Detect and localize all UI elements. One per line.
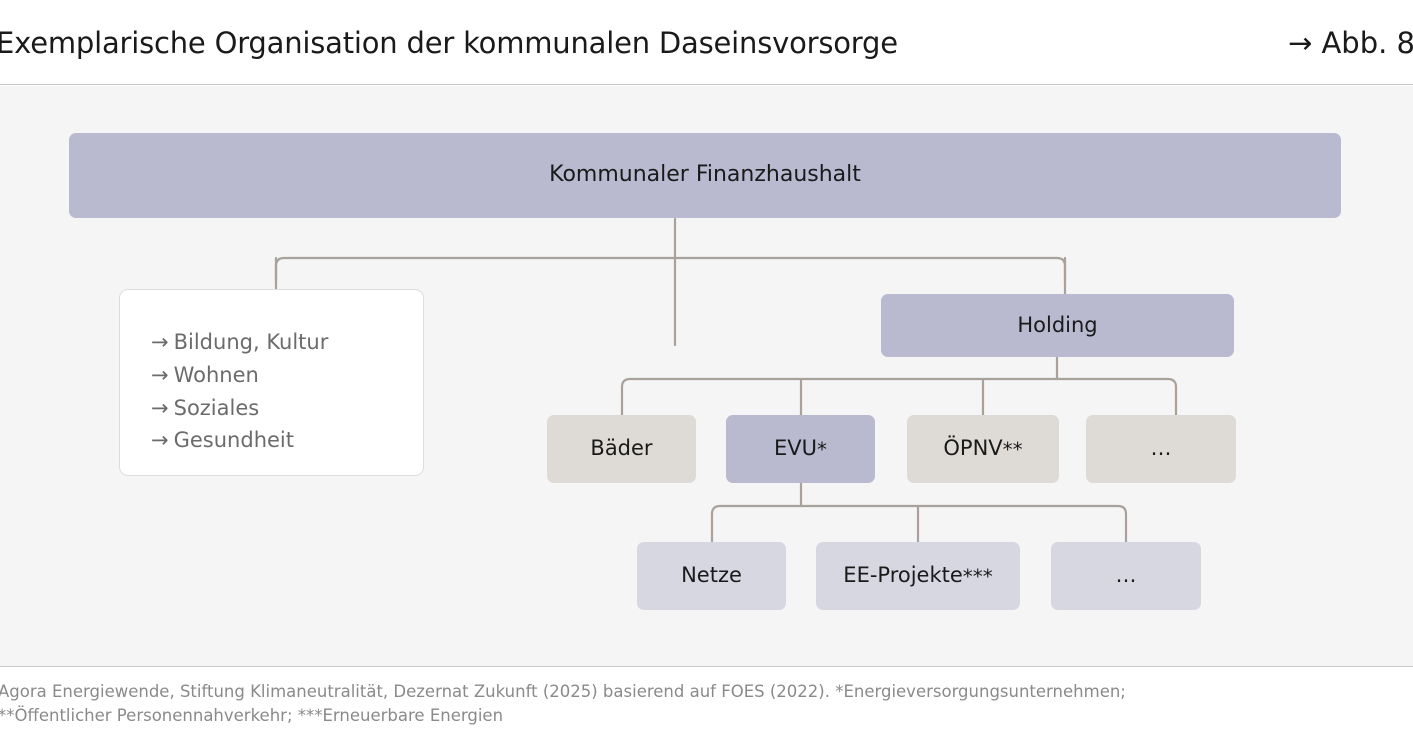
node-label: Kommunaler Finanzhaushalt: [549, 162, 861, 188]
figure-reference: → Abb. 8: [1287, 26, 1413, 60]
node-more-holding[interactable]: …: [1086, 415, 1236, 483]
connector-root-branch: [274, 256, 1067, 284]
node-evu[interactable]: EVU*: [726, 415, 875, 483]
node-label: EE-Projekte: [843, 563, 963, 588]
node-label: Bäder: [590, 436, 653, 461]
connector-lines: [274, 217, 1178, 544]
node-holding[interactable]: Holding: [881, 294, 1234, 357]
node-services-card[interactable]: →Bildung, Kultur →Wohnen →Soziales →Gesu…: [119, 289, 424, 476]
node-label: ÖPNV: [943, 436, 1003, 461]
source-note-line2: **Öffentlicher Personennahverkehr; ***Er…: [0, 705, 504, 725]
services-list: →Bildung, Kultur →Wohnen →Soziales →Gesu…: [151, 326, 328, 457]
diagram-canvas: Kommunaler Finanzhaushalt →Bildung, Kult…: [0, 86, 1413, 666]
node-netze[interactable]: Netze: [637, 542, 786, 610]
node-label: EVU: [774, 436, 818, 461]
source-note-line1: Agora Energiewende, Stiftung Klimaneutra…: [0, 682, 1126, 701]
node-label: Netze: [681, 563, 742, 588]
page-header: Exemplarische Organisation der kommunale…: [0, 0, 1413, 85]
node-label: …: [1150, 436, 1172, 461]
page-footer: Agora Energiewende, Stiftung Klimaneutra…: [0, 666, 1413, 741]
node-label: Holding: [1017, 312, 1098, 337]
arrow-icon: →: [151, 428, 169, 453]
list-item-label: Gesundheit: [173, 428, 294, 453]
node-more-evu[interactable]: …: [1051, 542, 1201, 610]
page-title: Exemplarische Organisation der kommunale…: [0, 26, 898, 60]
node-ee-projekte[interactable]: EE-Projekte***: [816, 542, 1020, 610]
arrow-icon: →: [151, 362, 169, 387]
node-baeder[interactable]: Bäder: [547, 415, 696, 483]
list-item: →Wohnen: [151, 359, 328, 392]
list-item: →Gesundheit: [151, 424, 328, 457]
list-item: →Bildung, Kultur: [151, 326, 328, 359]
node-kommunaler-finanzhaushalt[interactable]: Kommunaler Finanzhaushalt: [69, 133, 1341, 218]
node-opnv[interactable]: ÖPNV**: [907, 415, 1059, 483]
list-item-label: Wohnen: [173, 362, 259, 387]
list-item-label: Bildung, Kultur: [173, 330, 329, 354]
arrow-icon: →: [151, 330, 169, 354]
node-label: …: [1115, 563, 1137, 588]
list-item: →Soziales: [151, 392, 328, 425]
arrow-icon: →: [151, 395, 169, 420]
list-item-label: Soziales: [173, 395, 260, 420]
source-note: Agora Energiewende, Stiftung Klimaneutra…: [0, 680, 1413, 728]
connector-tier2-bar: [620, 377, 1178, 417]
